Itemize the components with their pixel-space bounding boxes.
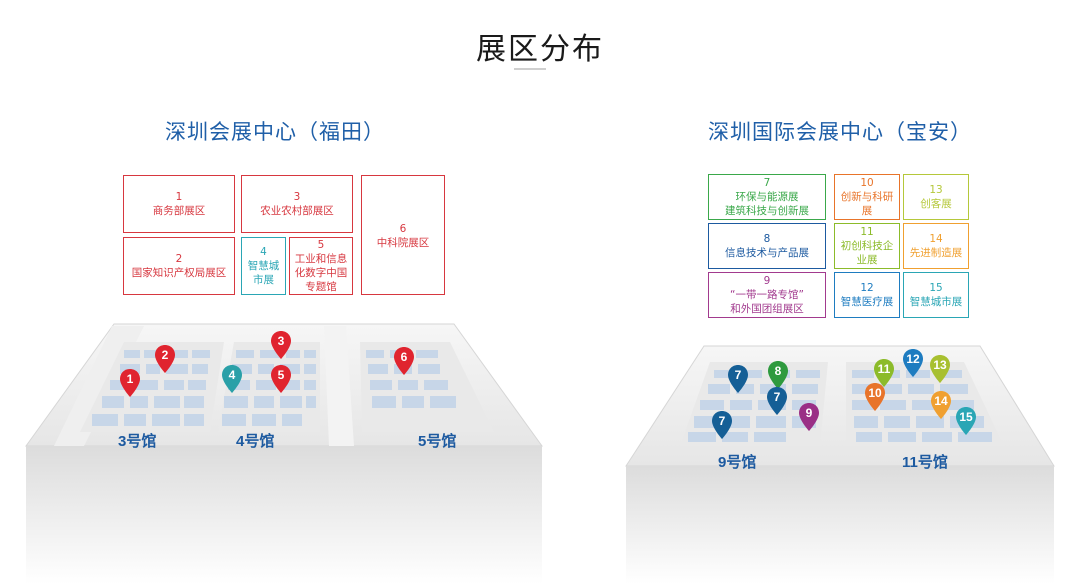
zone-name: 信息技术与产品展 bbox=[725, 247, 809, 259]
zone-number: 12 bbox=[860, 282, 874, 294]
zone-name: 环保与能源展 建筑科技与创新展 bbox=[725, 191, 809, 217]
zone-number: 14 bbox=[929, 233, 943, 245]
map-pin-icon bbox=[155, 345, 175, 373]
map-pin-icon bbox=[728, 365, 748, 393]
zone-number: 9 bbox=[763, 275, 771, 287]
zone-name: 创客展 bbox=[920, 198, 952, 210]
hall-label-5: 5号馆 bbox=[418, 433, 457, 450]
map-pin-1[interactable]: 1 bbox=[119, 368, 141, 398]
zone-2[interactable]: 2 国家知识产权局展区 bbox=[123, 237, 235, 295]
zone-7[interactable]: 7 环保与能源展 建筑科技与创新展 bbox=[708, 174, 826, 220]
map-pin-6[interactable]: 6 bbox=[393, 346, 415, 376]
map-pin-2[interactable]: 2 bbox=[154, 344, 176, 374]
zone-13[interactable]: 13 创客展 bbox=[903, 174, 969, 220]
zone-number: 10 bbox=[860, 177, 874, 189]
map-pin-7a[interactable]: 7 bbox=[727, 364, 749, 394]
map-pin-icon bbox=[903, 349, 923, 377]
baoan-hall-map bbox=[625, 345, 1055, 584]
zone-name: 智慧医疗展 bbox=[840, 296, 894, 308]
zone-9[interactable]: 9 “一带一路专馆” 和外国团组展区 bbox=[708, 272, 826, 318]
map-pin-10[interactable]: 10 bbox=[864, 382, 886, 412]
zone-11[interactable]: 11 初创科技企 业展 bbox=[834, 223, 900, 269]
map-pin-12[interactable]: 12 bbox=[902, 348, 924, 378]
zone-number: 15 bbox=[929, 282, 943, 294]
map-pin-icon bbox=[931, 391, 951, 419]
map-pin-icon bbox=[712, 411, 732, 439]
venue-title-futian: 深圳会展中心（福田） bbox=[165, 120, 385, 144]
zone-name: “一带一路专馆” 和外国团组展区 bbox=[730, 289, 804, 315]
zone-number: 11 bbox=[860, 226, 874, 238]
map-pin-icon bbox=[120, 369, 140, 397]
map-pin-3[interactable]: 3 bbox=[270, 330, 292, 360]
zone-number: 2 bbox=[175, 253, 183, 265]
zone-12[interactable]: 12 智慧医疗展 bbox=[834, 272, 900, 318]
hall-label-3: 3号馆 bbox=[118, 433, 157, 450]
zone-number: 13 bbox=[929, 184, 943, 196]
hall-label-4: 4号馆 bbox=[236, 433, 275, 450]
map-pin-icon bbox=[271, 365, 291, 393]
zone-number: 1 bbox=[175, 191, 183, 203]
zone-number: 6 bbox=[399, 223, 407, 235]
map-pin-9[interactable]: 9 bbox=[798, 402, 820, 432]
zone-number: 4 bbox=[260, 246, 267, 258]
venue-title-baoan: 深圳国际会展中心（宝安） bbox=[708, 120, 972, 144]
zone-number: 7 bbox=[763, 177, 771, 189]
map-pin-icon bbox=[956, 407, 976, 435]
map-pin-7c[interactable]: 7 bbox=[711, 410, 733, 440]
map-pin-11[interactable]: 11 bbox=[873, 358, 895, 388]
map-pin-icon bbox=[865, 383, 885, 411]
map-pin-5[interactable]: 5 bbox=[270, 364, 292, 394]
zone-name: 智慧城市展 bbox=[909, 296, 963, 308]
zone-name: 先进制造展 bbox=[909, 247, 963, 259]
map-pin-15[interactable]: 15 bbox=[955, 406, 977, 436]
map-pin-icon bbox=[271, 331, 291, 359]
zone-number: 3 bbox=[293, 191, 301, 203]
zone-number: 8 bbox=[763, 233, 771, 245]
zone-8[interactable]: 8 信息技术与产品展 bbox=[708, 223, 826, 269]
map-pin-13[interactable]: 13 bbox=[929, 354, 951, 384]
map-pin-icon bbox=[874, 359, 894, 387]
map-pin-icon bbox=[222, 365, 242, 393]
page-title: 展区分布 bbox=[476, 32, 604, 67]
map-pin-14[interactable]: 14 bbox=[930, 390, 952, 420]
map-pin-8[interactable]: 8 bbox=[767, 360, 789, 390]
zone-15[interactable]: 15 智慧城市展 bbox=[903, 272, 969, 318]
title-divider bbox=[514, 68, 546, 70]
zone-name: 农业农村部展区 bbox=[260, 205, 334, 217]
zone-name: 工业和信息 化数字中国 专题馆 bbox=[294, 253, 348, 293]
zone-14[interactable]: 14 先进制造展 bbox=[903, 223, 969, 269]
zone-6[interactable]: 6 中科院展区 bbox=[361, 175, 445, 295]
map-pin-7b[interactable]: 7 bbox=[766, 386, 788, 416]
map-pin-icon bbox=[767, 387, 787, 415]
map-pin-icon bbox=[799, 403, 819, 431]
hall-label-11: 11号馆 bbox=[902, 454, 948, 471]
map-pin-icon bbox=[930, 355, 950, 383]
zone-5[interactable]: 5 工业和信息 化数字中国 专题馆 bbox=[289, 237, 353, 295]
hall-label-9: 9号馆 bbox=[718, 454, 757, 471]
zone-name: 智慧城 市展 bbox=[247, 260, 280, 286]
map-pin-4[interactable]: 4 bbox=[221, 364, 243, 394]
zone-3[interactable]: 3 农业农村部展区 bbox=[241, 175, 353, 233]
zone-1[interactable]: 1 商务部展区 bbox=[123, 175, 235, 233]
zone-name: 创新与科研 展 bbox=[840, 191, 894, 217]
zone-number: 5 bbox=[317, 239, 325, 251]
zone-4[interactable]: 4 智慧城 市展 bbox=[241, 237, 286, 295]
zone-name: 初创科技企 业展 bbox=[840, 240, 894, 266]
map-pin-icon bbox=[394, 347, 414, 375]
zone-name: 中科院展区 bbox=[376, 237, 430, 249]
zone-10[interactable]: 10 创新与科研 展 bbox=[834, 174, 900, 220]
zone-name: 商务部展区 bbox=[152, 205, 206, 217]
map-pin-icon bbox=[768, 361, 788, 389]
zone-name: 国家知识产权局展区 bbox=[131, 267, 227, 279]
